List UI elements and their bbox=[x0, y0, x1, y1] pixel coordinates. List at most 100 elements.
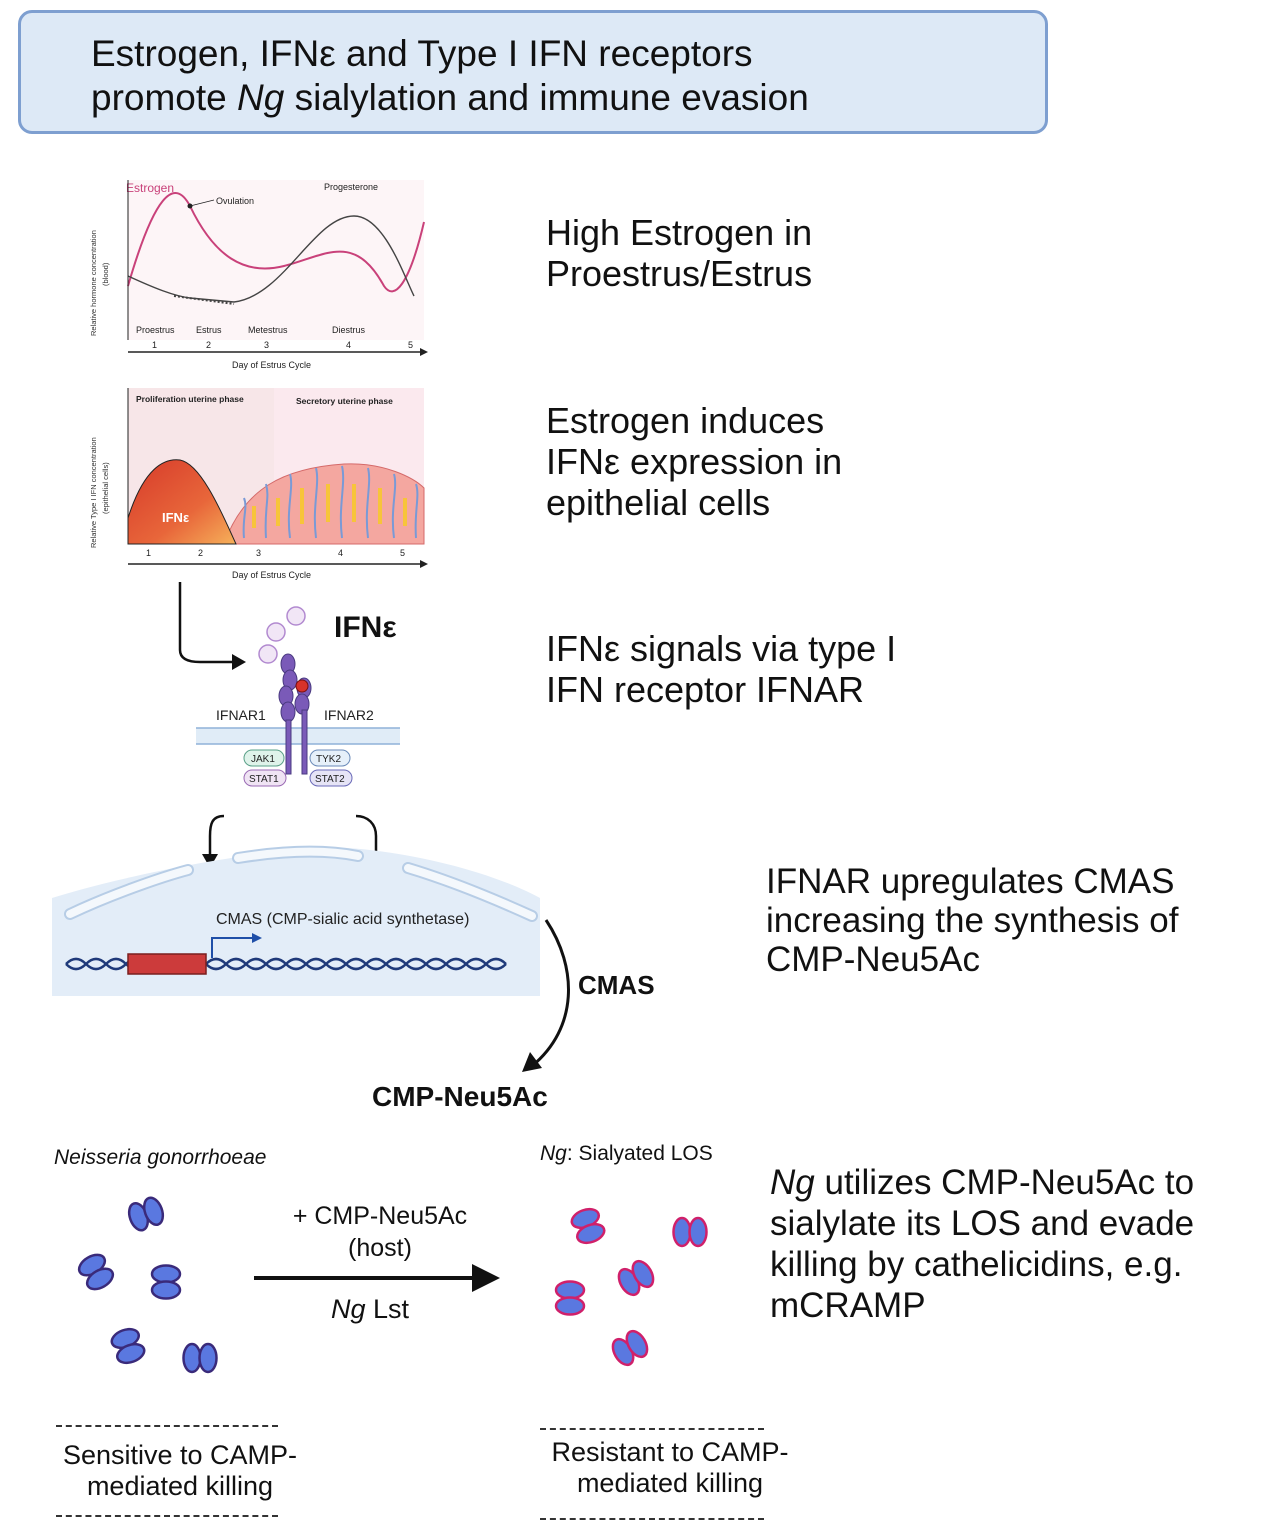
x-axis-arrow bbox=[420, 348, 428, 356]
jak1-pill bbox=[243, 749, 285, 767]
resistant-caption: Resistant to CAMP-mediated killing bbox=[551, 1437, 789, 1498]
phase-metestrus: Metestrus bbox=[248, 325, 288, 335]
cmas-gene-box bbox=[127, 953, 207, 975]
left-caption-divider-top bbox=[56, 1425, 278, 1427]
ifn-epsilon-peak bbox=[127, 459, 237, 545]
nuclear-envelope-right-inner bbox=[404, 864, 536, 920]
stat2-pill bbox=[309, 769, 353, 787]
y-axis-label-2: (epithelial cells) bbox=[101, 462, 110, 514]
right-caption-divider-bottom bbox=[540, 1518, 764, 1520]
cmas-arrow-label: CMAS bbox=[578, 970, 655, 1000]
sensitive-diplococcus bbox=[150, 1264, 182, 1300]
jak1-label: JAK1 bbox=[251, 754, 275, 765]
ifnar1-label: IFNAR1 bbox=[216, 707, 266, 723]
cell-membrane bbox=[196, 728, 400, 744]
resistant-diplococcus bbox=[617, 1259, 655, 1297]
day-4: 4 bbox=[338, 548, 343, 558]
ifn-particle-2 bbox=[286, 606, 306, 626]
sensitive-diplococcus bbox=[127, 1196, 165, 1232]
sensitive-diplococcus bbox=[110, 1327, 146, 1365]
cmas-gene-label: CMAS (CMP-sialic acid synthetase) bbox=[216, 911, 469, 928]
x-axis-label: Day of Estrus Cycle bbox=[232, 360, 311, 370]
y-axis-label-1: Relative hormone concentration bbox=[89, 230, 98, 336]
gland-secretions bbox=[252, 484, 407, 528]
day-1: 1 bbox=[152, 340, 157, 350]
sensitive-diplococcus bbox=[77, 1253, 115, 1291]
title-line-1: Estrogen, IFNε and Type I IFN receptors bbox=[91, 33, 753, 74]
sensitive-caption: Sensitive to CAMP-mediated killing bbox=[62, 1440, 298, 1501]
ifnar2-label: IFNAR2 bbox=[324, 707, 374, 723]
day-2: 2 bbox=[198, 548, 203, 558]
signal-arrow-right bbox=[355, 814, 378, 858]
phase-proliferation: Proliferation uterine phase bbox=[136, 394, 244, 404]
cmas-arrow-head bbox=[522, 1052, 542, 1072]
title-box: Estrogen, IFNε and Type I IFN receptors … bbox=[18, 10, 1048, 134]
phase-secretory: Secretory uterine phase bbox=[296, 396, 393, 406]
cmas-arrow bbox=[531, 919, 570, 1068]
ovulation-pointer bbox=[189, 199, 215, 207]
product-label: CMP-Neu5Ac bbox=[372, 1081, 548, 1112]
bacteria-diagram bbox=[77, 1196, 708, 1374]
day-4: 4 bbox=[346, 340, 351, 350]
x-axis-label: Day of Estrus Cycle bbox=[232, 570, 311, 580]
day-3: 3 bbox=[264, 340, 269, 350]
stat1-label: STAT1 bbox=[249, 774, 279, 785]
nuclear-envelope-left-inner bbox=[66, 866, 192, 918]
nucleus-diagram: CMAS (CMP-sialic acid synthetase) CMAS C… bbox=[52, 845, 655, 1112]
bound-ifn bbox=[295, 679, 309, 693]
ovulation-label: Ovulation bbox=[216, 196, 254, 206]
arrow-bottom-label: Ng Lst bbox=[330, 1294, 410, 1324]
resistant-bacteria-group bbox=[554, 1207, 708, 1367]
ifn-chart: IFNε Proliferation uterine phase Secreto… bbox=[89, 388, 428, 580]
stat2-label: STAT2 bbox=[315, 774, 345, 785]
title-line-2: promote Ng sialylation and immune evasio… bbox=[91, 77, 809, 118]
signal-arrow-left bbox=[208, 814, 225, 858]
ifn-arrow bbox=[178, 582, 236, 664]
step-5-text: Ng utilizes CMP-Neu5Ac to sialylate its … bbox=[770, 1163, 1195, 1325]
estrogen-curve bbox=[127, 192, 425, 293]
progesterone-curve bbox=[127, 215, 415, 303]
sensitive-diplococcus bbox=[182, 1342, 218, 1374]
phase-estrus: Estrus bbox=[196, 325, 222, 335]
day-2: 2 bbox=[206, 340, 211, 350]
transcription-arrow bbox=[211, 937, 254, 958]
day-3: 3 bbox=[256, 548, 261, 558]
secretory-endometrium bbox=[223, 463, 425, 545]
y-axis-label-1: Relative Type I IFN concentration bbox=[89, 437, 98, 548]
estrogen-label: Estrogen bbox=[126, 181, 174, 195]
phase-proestrus: Proestrus bbox=[136, 325, 175, 335]
right-bacteria-title: Ng: Sialyated LOS bbox=[540, 1142, 713, 1165]
ifn-particle-1 bbox=[266, 622, 286, 642]
hormone-chart-bg bbox=[128, 180, 424, 340]
tyk2-label: TYK2 bbox=[316, 754, 341, 765]
transcription-arrow-head bbox=[252, 933, 262, 943]
phase-diestrus: Diestrus bbox=[332, 325, 366, 335]
arrow-top-label: + CMP-Neu5Ac (host) bbox=[292, 1202, 468, 1262]
resistant-diplococcus bbox=[570, 1207, 606, 1245]
day-5: 5 bbox=[400, 548, 405, 558]
hormone-chart: Estrogen Ovulation Progesterone Proestru… bbox=[89, 180, 428, 370]
right-caption-divider-top bbox=[540, 1428, 764, 1430]
ifne-label: IFNε bbox=[334, 611, 397, 644]
y-axis-label-2: (blood) bbox=[101, 262, 110, 286]
ifn-particle-3 bbox=[258, 644, 278, 664]
sensitive-bacteria-group bbox=[77, 1196, 218, 1374]
resistant-diplococcus bbox=[554, 1280, 586, 1316]
ifn-arrow-head bbox=[232, 654, 246, 670]
resistant-diplococcus bbox=[672, 1216, 708, 1248]
progesterone-label: Progesterone bbox=[324, 182, 378, 192]
x-axis-arrow bbox=[420, 560, 428, 568]
uterine-glands bbox=[242, 465, 419, 539]
resistant-diplococcus bbox=[611, 1329, 649, 1367]
tyk2-pill bbox=[309, 749, 351, 767]
signaling-diagram: IFNε IFNAR1 IFNAR2 JAK1 STAT1 TYK2 STAT2 bbox=[178, 582, 400, 868]
day-5: 5 bbox=[408, 340, 413, 350]
left-caption-divider-bottom bbox=[56, 1515, 278, 1517]
signal-arrow-left-head bbox=[202, 854, 218, 868]
day-1: 1 bbox=[146, 548, 151, 558]
nuclear-envelope-middle-inner bbox=[234, 847, 362, 862]
